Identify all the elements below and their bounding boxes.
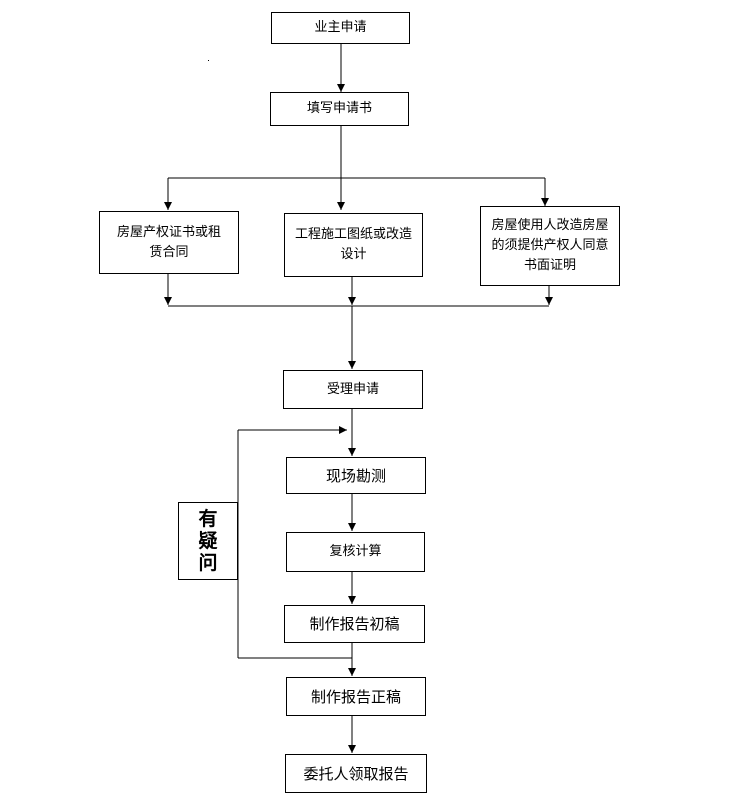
node-fill-form-label: 填写申请书 (306, 101, 372, 116)
node-recheck-calc-label: 复核计算 (329, 544, 382, 559)
node-draft-report: 制作报告初稿 (284, 605, 425, 643)
node-property-cert-label: 房屋产权证书或租赁合同 (116, 224, 221, 260)
node-client-collect-label: 委托人领取报告 (303, 764, 409, 783)
node-construction-drawings-label: 工程施工图纸或改造设计 (295, 227, 413, 262)
node-owner-apply: 业主申请 (271, 12, 410, 44)
node-owner-apply-label: 业主申请 (314, 20, 367, 35)
node-final-report-label: 制作报告正稿 (310, 687, 401, 706)
node-site-survey-label: 现场勘测 (325, 466, 386, 485)
node-accept-apply-label: 受理申请 (326, 381, 379, 397)
node-user-consent-label: 房屋使用人改造房屋的须提供产权人同意书面证明 (491, 218, 609, 273)
node-site-survey: 现场勘测 (286, 457, 426, 494)
node-final-report: 制作报告正稿 (286, 677, 426, 716)
node-client-collect: 委托人领取报告 (285, 754, 427, 793)
node-construction-drawings: 工程施工图纸或改造设计 (284, 213, 423, 277)
feedback-label-box: 有疑问 (178, 502, 238, 580)
node-property-cert: 房屋产权证书或租赁合同 (99, 211, 239, 274)
node-user-consent: 房屋使用人改造房屋的须提供产权人同意书面证明 (480, 206, 620, 286)
node-accept-apply: 受理申请 (283, 370, 423, 409)
feedback-label: 有疑问 (198, 508, 218, 574)
stray-dot (208, 60, 209, 61)
node-fill-form: 填写申请书 (270, 92, 409, 126)
node-recheck-calc: 复核计算 (286, 532, 425, 572)
node-draft-report-label: 制作报告初稿 (309, 615, 400, 633)
